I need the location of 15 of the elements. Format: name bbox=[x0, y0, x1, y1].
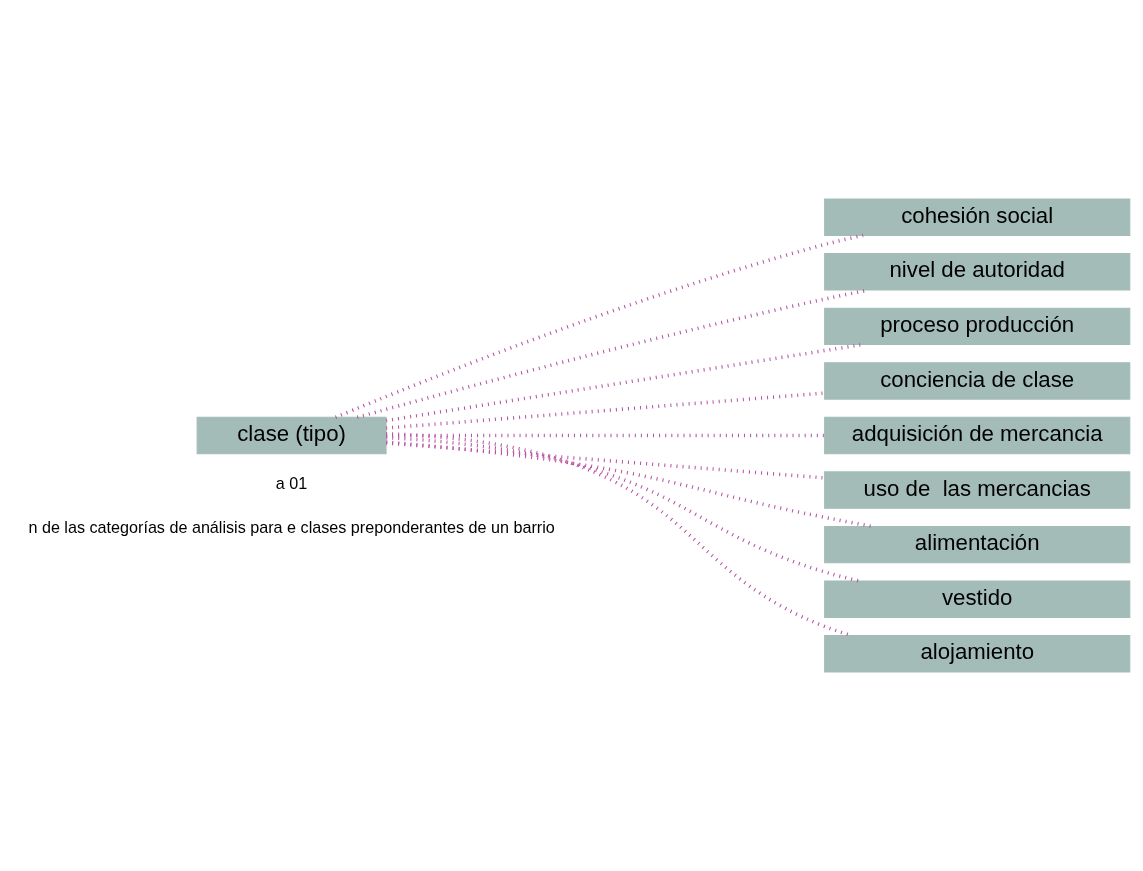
connector bbox=[386, 391, 825, 430]
node-box: uso de las mercancias bbox=[824, 471, 1131, 509]
label: a 01 bbox=[275, 473, 308, 492]
node-box: alojamiento bbox=[824, 635, 1131, 673]
label: n de las categorías de análisis para e clases preponderantes de un barrio bbox=[28, 518, 555, 537]
node-box: proceso producción bbox=[824, 307, 1131, 346]
node-box: adquisición de mercancia bbox=[824, 416, 1131, 455]
node-box: nivel de autoridad bbox=[824, 253, 1131, 291]
node-box: clase (tipo) bbox=[196, 416, 387, 455]
node-box: cohesión social bbox=[824, 198, 1131, 236]
connector bbox=[385, 342, 863, 423]
connector bbox=[386, 441, 825, 480]
node-box: conciencia de clase bbox=[824, 362, 1131, 400]
node-box: alimentación bbox=[824, 525, 1131, 564]
node-box: vestido bbox=[824, 580, 1131, 618]
